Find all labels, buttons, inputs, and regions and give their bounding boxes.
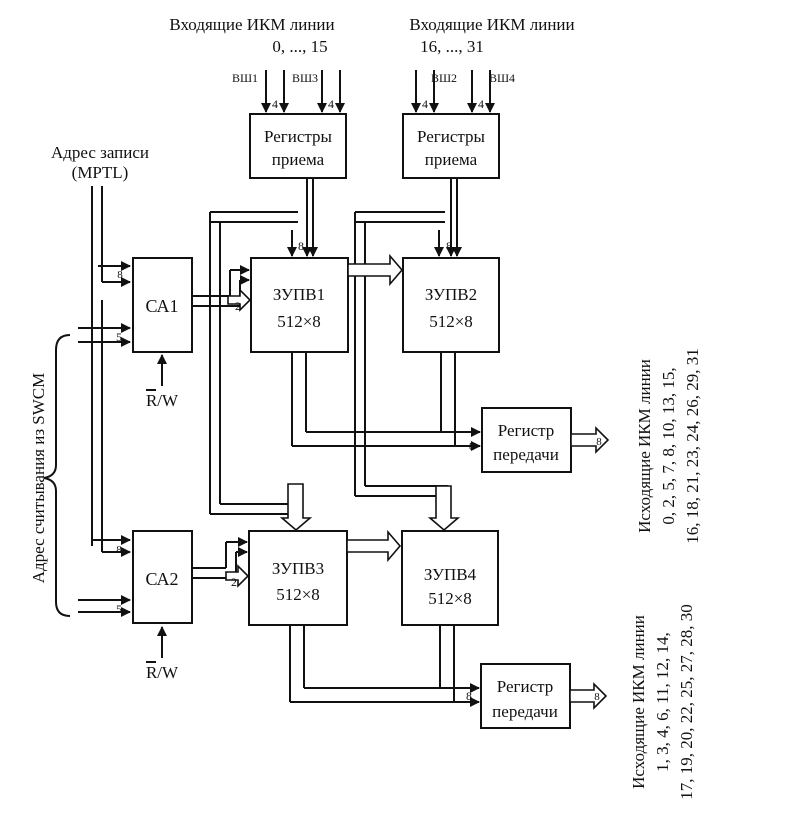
input-arrows-left [261,70,345,113]
counter-ca1: СА1 [132,257,193,353]
bus-width-4: 4 [328,97,334,111]
receive-register-left-line2: приема [272,150,325,169]
bus-width-8-zupv1: 8 [298,239,304,253]
bus-width-4: 4 [478,97,484,111]
address-bus-zupv3-to-zupv4 [346,529,402,563]
memory-zupv1-label: ЗУПВ1 [273,285,325,304]
transmit-register-bottom-line1: Регистр [497,677,554,696]
output-arrow-top [570,426,610,454]
bus-label-vsh4: ВШ4 [489,71,515,85]
output-lines-top-values-1: 0, 2, 5, 7, 8, 10, 13, 15, [659,367,678,524]
bus-label-vsh2: ВШ2 [431,71,457,85]
input-arrows-right [411,70,495,113]
rw-label-ca1: R/W [146,391,179,410]
bus-width-2-zupv3: 2 [231,575,237,589]
rw-label-ca2: R/W [146,663,179,682]
counter-ca1-label: СА1 [145,296,178,316]
receive-register-right: Регистры приема [402,113,500,179]
transmit-register-bottom: Регистр передачи [480,663,571,729]
address-bus-zupv1-to-zupv2 [347,253,404,287]
memory-zupv3: ЗУПВ3 512×8 [248,530,348,626]
write-address-subtitle: (MPTL) [72,163,129,182]
memory-zupv2-label: ЗУПВ2 [425,285,477,304]
bus-width-8-ca1: 8 [117,269,123,281]
data-bus-to-lower-memories [209,212,461,532]
receive-to-memory-buses [210,178,462,257]
memory-zupv2: ЗУПВ2 512×8 [402,257,500,353]
input-lines-right-range: 16, ..., 31 [420,37,484,56]
memory-zupv3-label: ЗУПВ3 [272,559,324,578]
output-lines-bottom-title: Исходящие ИКМ линии [629,615,648,789]
memory-zupv1-size: 512×8 [277,312,321,331]
memory-zupv1: ЗУПВ1 512×8 [250,257,349,353]
write-address-title: Адрес записи [51,143,149,162]
read-address-brace [43,334,71,617]
receive-register-right-line1: Регистры [417,127,486,146]
memory-output-buses-top [291,352,481,451]
bus-label-vsh3: ВШ3 [292,71,318,85]
input-lines-right-title: Входящие ИКМ линии [409,15,574,34]
bus-width-2-zupv1: 2 [235,299,241,313]
input-lines-left-title: Входящие ИКМ линии [169,15,334,34]
bus-width-4: 4 [422,97,428,111]
memory-zupv2-size: 512×8 [429,312,473,331]
ca1-address-bus [192,265,252,312]
counter-ca2: СА2 [132,530,193,624]
bus-width-5-ca2: 5 [116,602,122,616]
receive-register-left: Регистры приема [249,113,347,179]
bus-width-8-transmit-bottom: 8 [466,689,472,703]
transmit-register-top-line1: Регистр [498,421,555,440]
bus-width-4: 4 [272,97,278,111]
input-lines-left-range: 0, ..., 15 [272,37,327,56]
counter-ca2-label: СА2 [145,569,178,589]
bus-label-vsh1: ВШ1 [232,71,258,85]
output-lines-top-title: Исходящие ИКМ линии [635,359,654,533]
ca2-address-bus [192,537,250,588]
receive-register-right-line2: приема [425,150,478,169]
memory-zupv3-size: 512×8 [276,585,320,604]
write-address-bus [91,186,131,557]
output-lines-top-values-2: 16, 18, 21, 23, 24, 26, 29, 31 [683,348,702,544]
memory-output-buses-bottom [289,625,480,707]
read-address-bus [78,323,131,617]
memory-zupv4-size: 512×8 [428,589,472,608]
bus-width-8-transmit-top: 8 [469,439,475,453]
transmit-register-bottom-line2: передачи [492,702,558,721]
bus-width-5-ca1: 5 [116,330,122,344]
output-lines-bottom-values-2: 17, 19, 20, 22, 25, 27, 28, 30 [677,604,696,800]
transmit-register-top-line2: передачи [493,445,559,464]
bus-width-8-zupv2: 8 [446,239,452,253]
output-lines-bottom-values-1: 1, 3, 4, 6, 11, 12, 14, [653,632,672,772]
memory-zupv4: ЗУПВ4 512×8 [401,530,499,626]
bus-width-8-out-bottom: 8 [594,691,600,703]
output-arrow-bottom [569,682,608,710]
memory-zupv4-label: ЗУПВ4 [424,565,477,584]
receive-register-left-line1: Регистры [264,127,333,146]
transmit-register-top: Регистр передачи [481,407,572,473]
bus-width-8-ca2: 8 [116,544,122,556]
bus-width-8-out-top: 8 [596,436,602,448]
read-address-label: Адрес считывания из SWCM [29,373,48,584]
